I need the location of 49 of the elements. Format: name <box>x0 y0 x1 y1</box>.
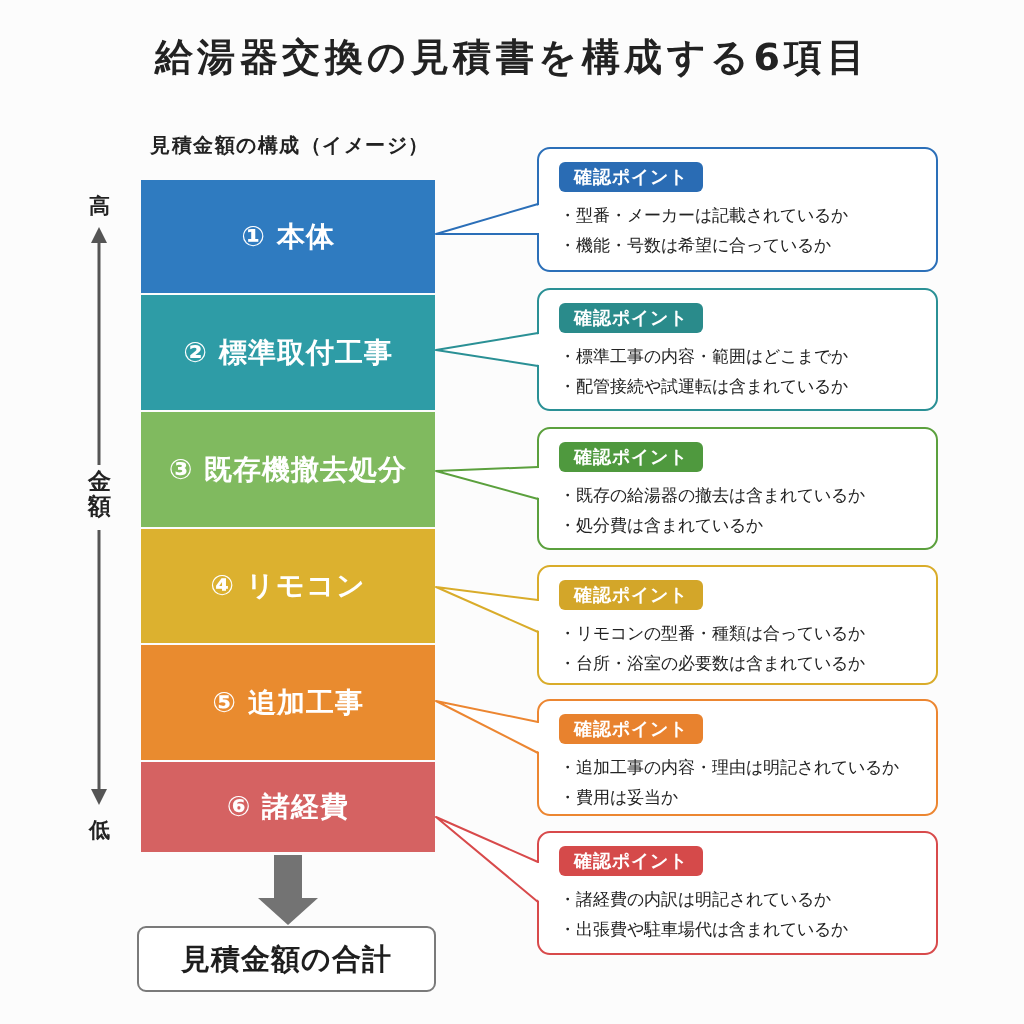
bullet-text: ・配管接続や試運転は含まれているか <box>559 375 848 398</box>
speech-bubble-callout <box>537 565 938 685</box>
bullet-text: ・既存の給湯器の撤去は含まれているか <box>559 484 865 507</box>
bullet-text: ・台所・浴室の必要数は含まれているか <box>559 652 865 675</box>
bullet-text: ・出張費や駐車場代は含まれているか <box>559 918 848 941</box>
check-point-badge: 確認ポイント <box>559 442 703 472</box>
block-arrow <box>258 855 318 925</box>
bar-label: ⑥ 諸経費 <box>226 789 350 825</box>
callout-pointer <box>435 466 539 500</box>
callout-pointer <box>435 586 539 633</box>
bar-label: ① 本体 <box>241 218 335 255</box>
check-point-badge: 確認ポイント <box>559 714 703 744</box>
bullet-text: ・リモコンの型番・種類は合っているか <box>559 622 865 645</box>
title: 給湯器交換の見積書を構成する6項目 <box>154 34 870 80</box>
bullet-text: ・追加工事の内容・理由は明記されているか <box>559 756 899 779</box>
total-box <box>137 926 436 992</box>
cost-bar <box>141 180 435 293</box>
check-point-badge: 確認ポイント <box>559 303 703 333</box>
total-label: 見積金額の合計 <box>181 941 392 977</box>
cost-bar <box>141 645 435 760</box>
bar-label: ④ リモコン <box>210 568 366 604</box>
check-point-badge: 確認ポイント <box>559 846 703 876</box>
cost-bar <box>141 295 435 410</box>
cost-bar <box>141 762 435 852</box>
bullet-text: ・型番・メーカーは記載されているか <box>559 204 848 227</box>
bar-label: ③ 既存機撤去処分 <box>168 451 408 488</box>
callout-pointer <box>435 816 539 903</box>
cost-bar <box>141 412 435 527</box>
bullet-text: ・処分費は含まれているか <box>559 514 763 537</box>
check-point-badge: 確認ポイント <box>559 580 703 610</box>
bar-label: ⑤ 追加工事 <box>212 684 364 721</box>
speech-bubble-callout <box>537 147 938 272</box>
speech-bubble-callout <box>537 288 938 411</box>
callout-pointer <box>435 332 539 367</box>
callout-pointer <box>435 700 539 754</box>
axis-label: 高 <box>88 193 110 219</box>
speech-bubble-callout <box>537 699 938 816</box>
axis-label: 低 <box>88 817 110 843</box>
bullet-text: ・機能・号数は希望に合っているか <box>559 234 831 257</box>
section-heading: 見積金額の構成（イメージ） <box>150 132 430 158</box>
bar-label: ② 標準取付工事 <box>183 334 393 371</box>
bullet-text: ・標準工事の内容・範囲はどこまでか <box>559 345 848 368</box>
bullet-text: ・費用は妥当か <box>559 786 678 809</box>
speech-bubble-callout <box>537 427 938 550</box>
callout-pointer <box>435 203 539 235</box>
axis-label: 金額 <box>87 468 111 520</box>
bullet-text: ・諸経費の内訳は明記されているか <box>559 888 831 911</box>
check-point-badge: 確認ポイント <box>559 162 703 192</box>
cost-bar <box>141 529 435 643</box>
